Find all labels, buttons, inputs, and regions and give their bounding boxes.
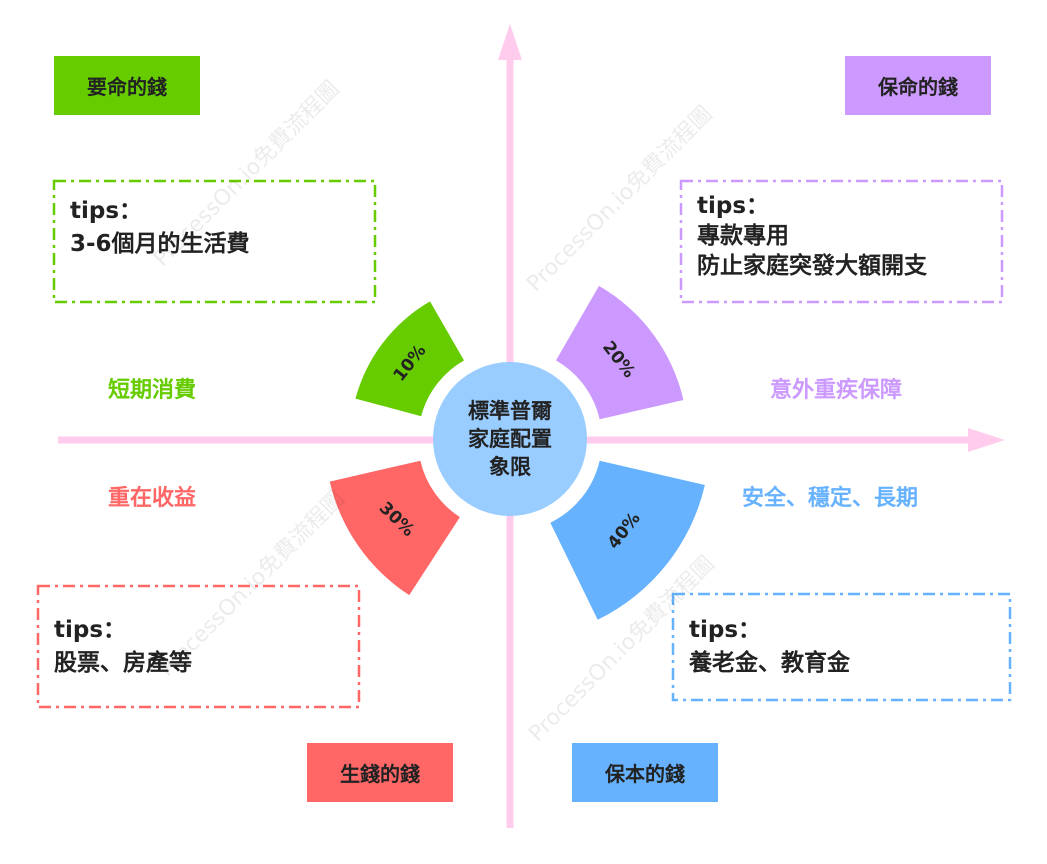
category-top-right: 意外重疾保障 — [770, 378, 903, 403]
tip-line: tips： — [70, 198, 143, 224]
center-line-1: 標準普爾 — [468, 399, 552, 423]
tip-line: 養老金、教育金 — [689, 650, 850, 676]
title-top-right: 保命的錢 — [845, 56, 991, 115]
y-axis-arrow — [498, 24, 522, 60]
tip-box-top-right: tips： 專款專用 防止家庭突發大額開支 — [681, 181, 1002, 295]
sector-bottom-right — [550, 460, 705, 620]
tip-box-border-top-right — [679, 179, 1004, 304]
tip-box-bottom-left: tips： 股票、房產等 — [38, 600, 359, 694]
category-bottom-right: 安全、穩定、長期 — [742, 486, 919, 511]
sector-top-right — [556, 285, 684, 420]
tip-box-border-bottom-right — [671, 592, 1012, 702]
tip-line: 防止家庭突發大額開支 — [697, 253, 927, 279]
tip-box-top-left: tips： 3-6個月的生活費 — [54, 181, 375, 275]
tip-box-bottom-right: tips： 養老金、教育金 — [673, 600, 1010, 694]
tip-box-border-bottom-left — [36, 584, 361, 709]
tip-line: 股票、房產等 — [54, 650, 192, 676]
tip-line: tips： — [54, 617, 127, 643]
title-bottom-left: 生錢的錢 — [307, 743, 453, 802]
tip-line: 專款專用 — [697, 223, 789, 249]
title-bottom-right: 保本的錢 — [572, 743, 718, 802]
title-top-left: 要命的錢 — [54, 56, 200, 115]
tip-line: tips： — [697, 193, 770, 219]
center-circle: 標準普爾 家庭配置 象限 — [433, 362, 587, 516]
tip-box-border-top-left — [52, 179, 377, 304]
tip-line: tips： — [689, 617, 762, 643]
category-top-left: 短期消費 — [108, 378, 197, 403]
sector-bottom-left — [329, 460, 460, 596]
sector-top-left — [355, 301, 464, 417]
x-axis-arrow — [968, 428, 1005, 452]
center-line-2: 家庭配置 — [468, 427, 552, 451]
center-line-3: 象限 — [489, 455, 531, 479]
category-bottom-left: 重在收益 — [108, 486, 197, 511]
tip-line: 3-6個月的生活費 — [70, 231, 250, 257]
